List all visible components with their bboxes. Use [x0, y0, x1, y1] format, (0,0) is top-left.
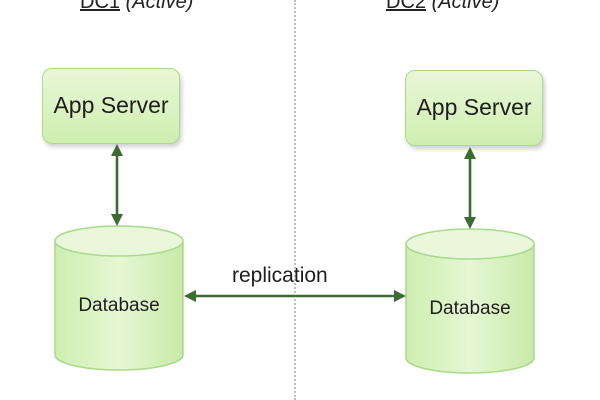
replication-label: replication: [232, 264, 328, 287]
dc1-up-arrowhead-icon: [111, 144, 123, 156]
dc2-name: DC2: [386, 0, 427, 13]
app-server-dc1: App Server: [42, 68, 180, 144]
app-server-dc2-label: App Server: [416, 94, 532, 121]
app-server-dc1-label: App Server: [53, 92, 169, 119]
database-dc1: Database: [54, 225, 184, 371]
replication-right-arrowhead-icon: [394, 290, 406, 302]
database-dc2: Database: [405, 228, 535, 374]
database-dc2-cylinder-icon: [405, 228, 535, 374]
dc2-up-arrowhead-icon: [464, 147, 476, 159]
dc2-down-arrowhead-icon: [464, 217, 476, 229]
dc1-header: DC1 (Active): [80, 0, 193, 14]
dc1-status: (Active): [125, 0, 194, 13]
database-dc1-label: Database: [78, 295, 160, 316]
replication-left-arrowhead-icon: [184, 290, 196, 302]
dc2-header: DC2 (Active): [386, 0, 499, 14]
dc1-name: DC1: [80, 0, 121, 13]
datacenter-divider: [294, 0, 296, 400]
dc1-down-arrowhead-icon: [111, 214, 123, 226]
dc2-status: (Active): [431, 0, 500, 13]
database-dc1-cylinder-icon: [54, 225, 184, 371]
database-dc2-label: Database: [429, 298, 511, 319]
app-server-dc2: App Server: [405, 70, 543, 146]
